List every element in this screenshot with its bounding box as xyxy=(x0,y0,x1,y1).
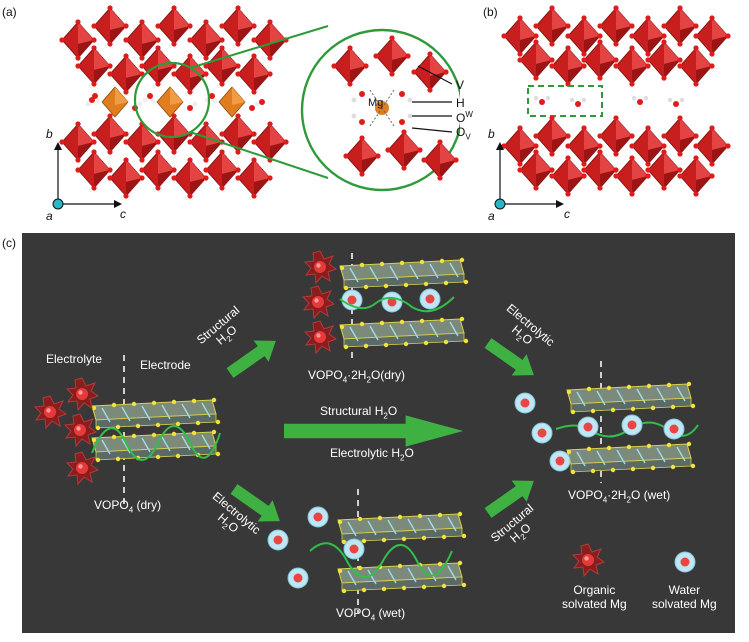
label-vopo4-dry: VOPO4 (dry) xyxy=(94,498,162,515)
legend-water-symbol xyxy=(674,551,696,573)
legend-ov: OV xyxy=(456,125,471,142)
legend-water-label: Water solvated Mg xyxy=(652,583,717,612)
zoom-line-top xyxy=(189,25,329,69)
panel-c-tag: (c) xyxy=(2,236,16,250)
label-direct-structural: Structural H2O xyxy=(320,404,398,421)
legend-organic-label: Organic solvated Mg xyxy=(562,583,627,612)
legend-ow: OW xyxy=(456,110,473,125)
panel-b-structure xyxy=(494,4,732,210)
panel-b-tag: (b) xyxy=(483,5,498,19)
legend-h: H xyxy=(456,96,465,110)
b-water-molecules xyxy=(527,85,685,117)
a-axis-b: b xyxy=(46,127,53,141)
a-axis-a: a xyxy=(46,209,53,223)
b-axis-c: c xyxy=(564,207,570,221)
label-electrolyte: Electrolyte xyxy=(46,352,103,366)
b-bottom-layer xyxy=(500,114,732,198)
zoom-source-circle xyxy=(133,61,211,139)
c-bottom-electrode xyxy=(267,489,467,613)
legend-organic-symbol xyxy=(572,543,605,577)
a-axes xyxy=(52,142,122,210)
c-dry-electrode xyxy=(34,355,221,508)
label-vopo4-2h2o-wet: VOPO4·2H2O (wet) xyxy=(568,488,671,505)
b-top-layer xyxy=(500,4,732,88)
panel-c: Electrolyte Electrode VOPO4 (dry) VOPO4·… xyxy=(22,233,735,633)
label-vopo4-wet: VOPO4 (wet) xyxy=(336,606,406,623)
label-electrode: Electrode xyxy=(140,358,191,372)
b-axes xyxy=(494,142,564,210)
a-axis-c: c xyxy=(120,207,126,221)
panel-a-tag: (a) xyxy=(2,5,17,19)
b-axis-a: a xyxy=(488,209,495,223)
panel-a-structure xyxy=(52,4,460,210)
zoom-line-bottom xyxy=(189,131,329,179)
panel-c-schematic xyxy=(34,250,699,613)
zoom-detail-circle xyxy=(300,28,460,192)
label-vopo4-2h2o-dry: VOPO4·2H2O(dry) xyxy=(308,368,405,385)
mg-label: Mg xyxy=(368,97,384,109)
label-direct-electrolytic: Electrolytic H2O xyxy=(330,446,414,463)
b-axis-b: b xyxy=(488,127,495,141)
legend-v: V xyxy=(456,78,465,92)
a-mg-layer xyxy=(85,86,265,118)
c-right-electrode xyxy=(514,361,699,483)
c-top-electrode xyxy=(302,250,469,359)
